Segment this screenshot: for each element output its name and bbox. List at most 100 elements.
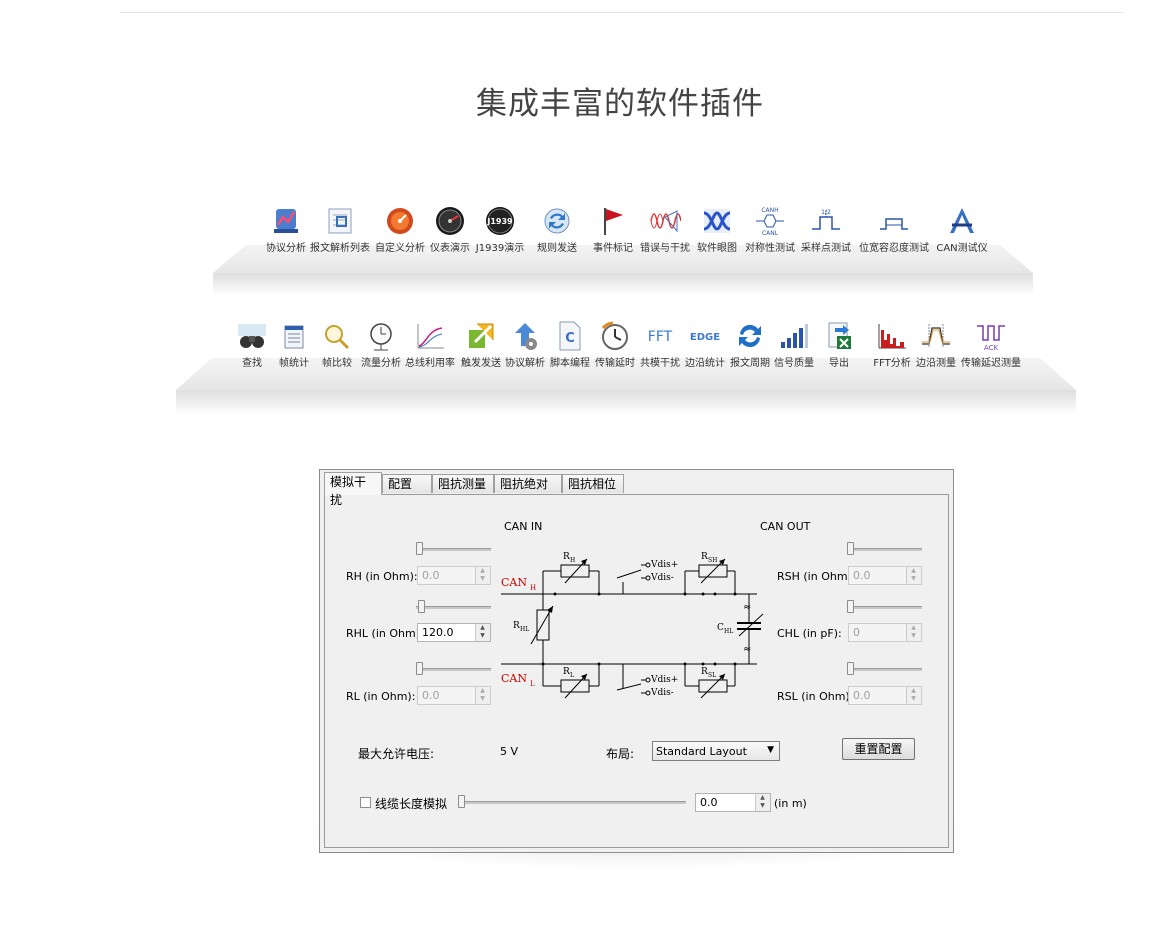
toolbar-item[interactable]: C 脚本编程 <box>548 320 592 369</box>
toolbar-item[interactable]: 传输延时 <box>593 320 637 369</box>
reset-config-button[interactable]: 重置配置 <box>842 738 915 760</box>
svg-text:J1939: J1939 <box>486 217 513 226</box>
svg-text:C: C <box>717 623 724 633</box>
toolbar-item[interactable]: 软件眼图 <box>695 205 739 254</box>
toolbar-item[interactable]: 流量分析 <box>357 320 405 369</box>
toolbar-shelf-2: 查找 帧统计 帧比较 流量分析 总线利用率 触发发送 协议解析 C 脚本编程 传… <box>176 320 1076 416</box>
toolbar-item[interactable]: 报文解析列表 <box>309 205 371 254</box>
fft-analysis-icon <box>876 320 908 352</box>
toolbar-item[interactable]: 1/2 采样点测试 <box>800 205 852 254</box>
signal-quality-icon <box>778 320 810 352</box>
rl-slider[interactable] <box>416 662 491 675</box>
toolbar-item-label: 事件标记 <box>593 243 633 254</box>
toolbar-item[interactable]: EDGE 边沿统计 <box>683 320 727 369</box>
tab-impedance-abs[interactable]: 阻抗绝对值 <box>494 474 562 509</box>
toolbar-item[interactable]: 报文周期 <box>728 320 772 369</box>
toolbar-item[interactable]: 帧统计 <box>274 320 314 369</box>
tab-panel: CAN IN CAN OUT RH (in Ohm): 0.0▲▼ RHL (i… <box>324 494 949 848</box>
toolbar-item[interactable]: ACK 传输延迟测量 <box>959 320 1023 369</box>
tab-impedance-measure[interactable]: 阻抗测量 <box>432 474 494 493</box>
toolbar-item-label: 传输延迟测量 <box>961 358 1021 369</box>
chl-label: CHL (in pF): <box>777 627 842 640</box>
svg-text:≈: ≈ <box>743 644 751 655</box>
svg-text:CANL: CANL <box>762 230 779 237</box>
toolbar-item[interactable]: 协议解析 <box>503 320 547 369</box>
rhl-input[interactable]: 120.0▲▼ <box>417 623 491 642</box>
svg-text:R: R <box>701 667 708 677</box>
svg-text:HL: HL <box>724 628 733 635</box>
delay-measure-icon: ACK <box>975 320 1007 352</box>
toolbar-item[interactable]: J1939 J1939演示 <box>474 205 526 254</box>
toolbar-item[interactable]: 导出 <box>817 320 861 369</box>
fft-icon: FFT <box>644 320 676 352</box>
svg-text:R: R <box>563 552 570 562</box>
find-binoculars-icon <box>236 320 268 352</box>
rsh-slider[interactable] <box>847 542 922 555</box>
export-icon <box>823 320 855 352</box>
edge-stats-icon: EDGE <box>689 320 721 352</box>
rh-input[interactable]: 0.0▲▼ <box>417 566 491 585</box>
cable-length-slider[interactable] <box>458 795 686 808</box>
toolbar-item-label: 信号质量 <box>774 358 814 369</box>
toolbar-item-label: 导出 <box>829 358 849 369</box>
protocol-parse-icon <box>509 320 541 352</box>
chl-slider[interactable] <box>847 600 922 613</box>
rl-input[interactable]: 0.0▲▼ <box>417 686 491 705</box>
interference-dialog: 模拟干扰 配置 阻抗测量 阻抗绝对值 阻抗相位 CAN IN CAN OUT R… <box>319 469 954 853</box>
can-tester-icon <box>946 205 978 237</box>
svg-text:Vdis-: Vdis- <box>650 688 674 698</box>
toolbar-item-label: 位宽容忍度测试 <box>859 243 929 254</box>
toolbar-item-label: 共模干扰 <box>640 358 680 369</box>
rhl-slider[interactable] <box>416 600 491 613</box>
cable-length-input[interactable]: 0.0▲▼ <box>695 793 771 812</box>
toolbar-item-label: 报文周期 <box>730 358 770 369</box>
error-interference-icon <box>649 205 681 237</box>
rsh-input[interactable]: 0.0▲▼ <box>848 566 922 585</box>
tab-config[interactable]: 配置 <box>382 474 432 493</box>
toolbar-item[interactable]: FFT分析 <box>870 320 914 369</box>
rhl-label: RHL (in Ohm): <box>346 627 424 640</box>
svg-text:EDGE: EDGE <box>690 332 720 343</box>
rsl-input[interactable]: 0.0▲▼ <box>848 686 922 705</box>
toolbar-item[interactable]: 总线利用率 <box>404 320 456 369</box>
toolbar-item[interactable]: 自定义分析 <box>374 205 426 254</box>
traffic-analysis-icon <box>365 320 397 352</box>
toolbar-item[interactable]: 位宽容忍度测试 <box>857 205 931 254</box>
svg-text:H: H <box>530 584 536 592</box>
toolbar-item-label: 仪表演示 <box>430 243 470 254</box>
custom-analysis-icon <box>384 205 416 237</box>
tab-impedance-phase[interactable]: 阻抗相位 <box>562 474 624 493</box>
bus-utilization-icon <box>414 320 446 352</box>
rh-slider[interactable] <box>416 542 491 555</box>
toolbar-item[interactable]: 仪表演示 <box>428 205 472 254</box>
toolbar-item[interactable]: 错误与干扰 <box>638 205 692 254</box>
svg-text:R: R <box>563 667 570 677</box>
cable-length-unit: (in m) <box>774 797 807 810</box>
toolbar-item[interactable]: FFT 共模干扰 <box>638 320 682 369</box>
toolbar-item[interactable]: 边沿测量 <box>914 320 958 369</box>
toolbar-item[interactable]: 事件标记 <box>591 205 635 254</box>
rsl-slider[interactable] <box>847 662 922 675</box>
sample-point-test-icon: 1/2 <box>810 205 842 237</box>
event-flag-icon <box>597 205 629 237</box>
toolbar-item[interactable]: 帧比较 <box>317 320 357 369</box>
chl-input[interactable]: 0▲▼ <box>848 623 922 642</box>
protocol-analysis-icon <box>270 205 302 237</box>
chevron-down-icon: ▼ <box>767 745 774 755</box>
svg-text:SH: SH <box>708 557 717 564</box>
svg-text:CANH: CANH <box>761 207 778 214</box>
toolbar-item[interactable]: 协议分析 <box>264 205 308 254</box>
toolbar-item-label: 软件眼图 <box>697 243 737 254</box>
toolbar-item-label: 流量分析 <box>361 358 401 369</box>
layout-select[interactable]: Standard Layout ▼ <box>652 741 780 761</box>
toolbar-item[interactable]: 查找 <box>232 320 272 369</box>
toolbar-item[interactable]: 触发发送 <box>459 320 503 369</box>
svg-text:ACK: ACK <box>984 344 999 352</box>
toolbar-item[interactable]: 信号质量 <box>772 320 816 369</box>
cable-length-checkbox[interactable] <box>360 797 371 808</box>
toolbar-item[interactable]: 规则发送 <box>535 205 579 254</box>
svg-text:Vdis+: Vdis+ <box>650 675 678 685</box>
tab-simulated-interference[interactable]: 模拟干扰 <box>324 472 382 507</box>
toolbar-item[interactable]: CAN测试仪 <box>935 205 989 254</box>
